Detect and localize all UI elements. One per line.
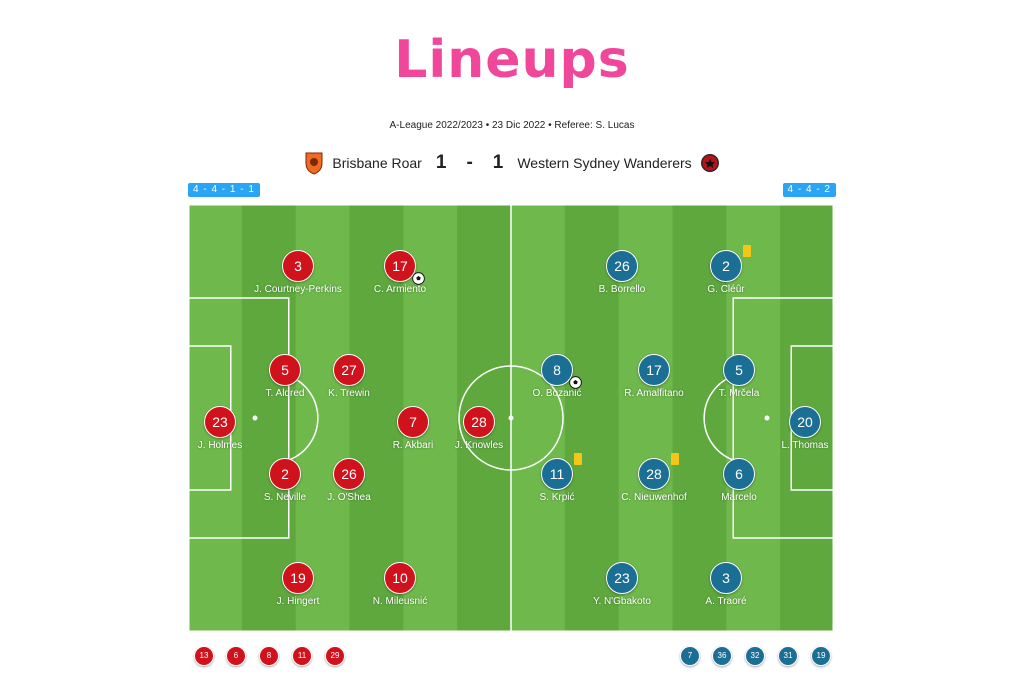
away-substitute: 32	[745, 646, 765, 666]
player-name: J. Hingert	[276, 596, 320, 607]
home-team-name: Brisbane Roar	[332, 155, 422, 171]
player-number: 28	[463, 406, 495, 438]
player-name: C. Armiento	[373, 284, 427, 295]
player-number: 3	[282, 250, 314, 282]
away-player: 20 L. Thomas	[735, 406, 875, 451]
player-number: 11	[541, 453, 582, 490]
home-player: 5 T. Aldred	[215, 354, 355, 399]
player-number: 3	[710, 562, 742, 594]
home-substitute: 8	[259, 646, 279, 666]
home-score: 1	[435, 152, 447, 173]
goal-ball-icon	[412, 272, 425, 285]
player-name: J. Holmes	[197, 440, 243, 451]
player-name: A. Traoré	[705, 596, 747, 607]
player-name: J. Knowles	[454, 440, 504, 451]
home-player: 3 J. Courtney-Perkins	[228, 250, 368, 295]
player-name: Y. N'Gbakoto	[593, 596, 651, 607]
away-substitute: 7	[680, 646, 700, 666]
home-player: 28 J. Knowles	[409, 406, 549, 451]
player-number: 20	[789, 406, 821, 438]
player-number: 2	[710, 245, 751, 282]
player-number: 7	[397, 406, 429, 438]
home-player: 7 R. Akbari	[343, 406, 483, 451]
player-number: 23	[204, 406, 236, 438]
home-substitute: 11	[292, 646, 312, 666]
home-player: 19 J. Hingert	[228, 562, 368, 607]
away-score: 1	[492, 152, 504, 173]
pitch-stripe	[511, 204, 566, 632]
player-number: 26	[333, 458, 365, 490]
yellow-card-icon	[743, 245, 751, 257]
home-player: 26 J. O'Shea	[279, 458, 419, 503]
player-name: R. Akbari	[392, 440, 434, 451]
away-player: 11 S. Krpić	[487, 453, 627, 503]
away-substitute: 19	[811, 646, 831, 666]
away-player: 5 T. Mrčela	[669, 354, 809, 399]
wsw-crest-icon	[700, 154, 719, 172]
yellow-card-icon	[671, 453, 679, 465]
score-separator: -	[466, 152, 473, 173]
away-team-name: Western Sydney Wanderers	[517, 155, 692, 171]
pitch-markings	[188, 204, 834, 632]
player-number: 28	[638, 453, 679, 490]
player-name: N. Mileusnić	[372, 596, 428, 607]
player-name: S. Krpić	[539, 492, 575, 503]
home-player: 2 S. Neville	[215, 458, 355, 503]
player-number: 8	[541, 354, 582, 389]
away-formation-badge: 4 - 4 - 2	[782, 183, 836, 197]
player-number: 6	[723, 458, 755, 490]
player-name: T. Mrčela	[718, 388, 760, 399]
home-substitute: 13	[194, 646, 214, 666]
player-number: 17	[638, 354, 670, 386]
player-number: 23	[606, 562, 638, 594]
player-number: 27	[333, 354, 365, 386]
page-title: Lineups	[394, 30, 630, 90]
home-substitute: 6	[226, 646, 246, 666]
home-player: 23 J. Holmes	[150, 406, 290, 451]
player-name: T. Aldred	[265, 388, 305, 399]
player-number: 19	[282, 562, 314, 594]
away-player: 2 G. Cléûr	[656, 245, 796, 295]
player-number: 2	[269, 458, 301, 490]
goal-ball-icon	[569, 376, 582, 389]
player-name: Marcelo	[721, 492, 757, 503]
away-substitute: 36	[712, 646, 732, 666]
player-name: S. Neville	[263, 492, 307, 503]
away-player: 26 B. Borrello	[552, 250, 692, 295]
player-name: J. O'Shea	[327, 492, 371, 503]
player-name: B. Borrello	[598, 284, 646, 295]
away-player: 23 Y. N'Gbakoto	[552, 562, 692, 607]
away-player: 28 C. Nieuwenhof	[584, 453, 724, 503]
player-name: R. Amalfitano	[624, 388, 684, 399]
player-name: J. Courtney-Perkins	[254, 284, 342, 295]
home-formation-badge: 4 - 4 - 1 - 1	[188, 183, 260, 197]
away-player: 3 A. Traoré	[656, 562, 796, 607]
brisbane-roar-crest-icon	[305, 152, 323, 175]
home-substitute: 29	[325, 646, 345, 666]
player-number: 5	[269, 354, 301, 386]
yellow-card-icon	[574, 453, 582, 465]
player-name: C. Nieuwenhof	[621, 492, 687, 503]
home-player: 27 K. Trewin	[279, 354, 419, 399]
player-name: K. Trewin	[328, 388, 370, 399]
home-player: 10 N. Mileusnić	[330, 562, 470, 607]
player-number: 17	[384, 250, 425, 285]
match-info: A-League 2022/2023 • 23 Dic 2022 • Refer…	[389, 120, 635, 131]
player-name: O. Bozanić	[532, 388, 582, 399]
player-name: L. Thomas	[781, 440, 829, 451]
player-number: 5	[723, 354, 755, 386]
match-header: Brisbane Roar 1 - 1 Western Sydney Wande…	[0, 148, 1024, 178]
player-number: 10	[384, 562, 416, 594]
player-number: 26	[606, 250, 638, 282]
player-name: G. Cléûr	[707, 284, 745, 295]
away-player: 17 R. Amalfitano	[584, 354, 724, 399]
away-substitute: 31	[778, 646, 798, 666]
